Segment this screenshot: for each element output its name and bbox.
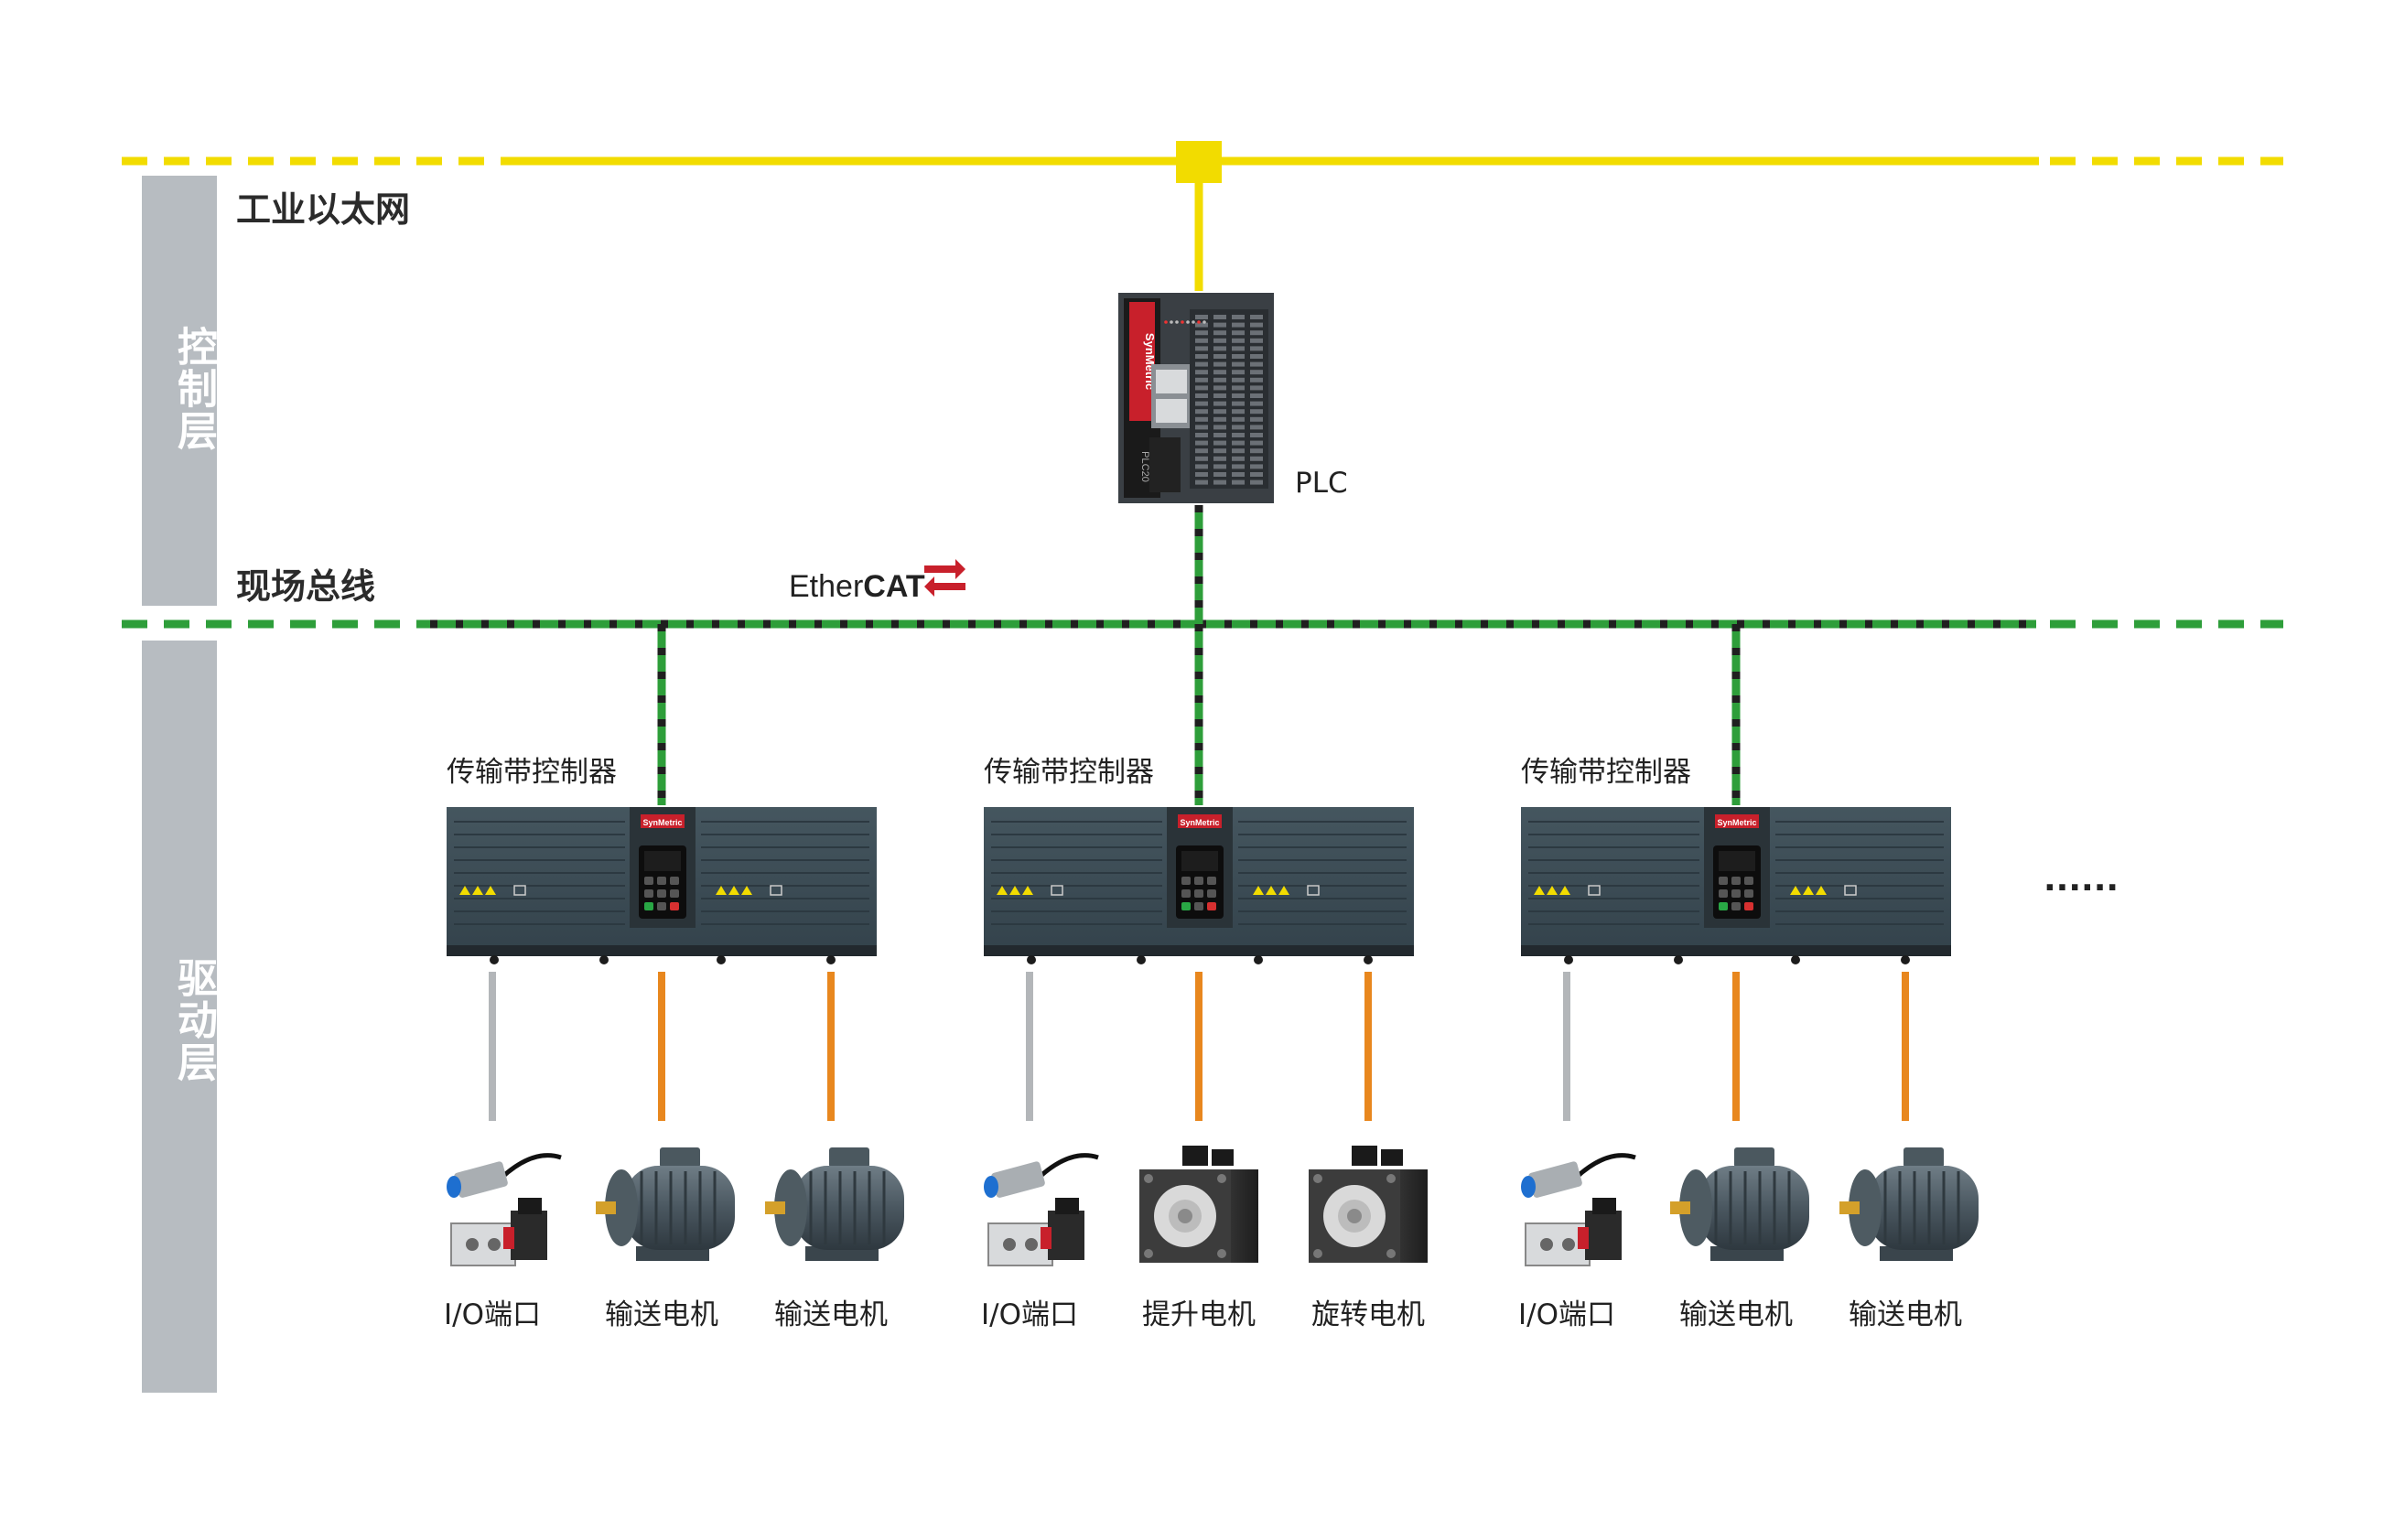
drive-controller-unit: SynMetric <box>1521 807 1951 964</box>
drive-layer-band <box>142 641 217 1393</box>
ethernet-bus <box>122 141 2283 291</box>
device-label: 输送电机 <box>1679 1298 1793 1331</box>
svg-text:SynMetric: SynMetric <box>642 818 682 827</box>
induction-motor-icon <box>1839 1147 1979 1261</box>
servo-motor-icon <box>1309 1146 1428 1263</box>
controller-label: 传输带控制器 <box>984 756 1154 789</box>
device-label: I/O端口 <box>444 1298 541 1331</box>
device-label: 旋转电机 <box>1311 1298 1425 1331</box>
drive-layer-label: 驱动层 <box>170 957 217 1083</box>
device-1: I/O端口 <box>444 972 562 1331</box>
svg-text:EtherCAT: EtherCAT <box>789 569 925 604</box>
controller-label: 传输带控制器 <box>447 756 617 789</box>
ethercat-logo: EtherCAT <box>789 559 965 604</box>
device-1: I/O端口 <box>981 972 1099 1331</box>
controller-label: 传输带控制器 <box>1521 756 1691 789</box>
servo-motor-icon <box>1139 1146 1258 1263</box>
device-3: 旋转电机 <box>1309 972 1428 1331</box>
fieldbus-label: 现场总线 <box>236 566 376 607</box>
device-1: I/O端口 <box>1518 972 1636 1331</box>
svg-text:PLC20: PLC20 <box>1139 451 1150 482</box>
device-3: 输送电机 <box>765 972 904 1331</box>
device-label: 输送电机 <box>1849 1298 1962 1331</box>
device-2: 输送电机 <box>1670 972 1809 1331</box>
sensor-valve-icon <box>447 1153 562 1266</box>
induction-motor-icon <box>596 1147 735 1261</box>
fieldbus-bus <box>122 505 2283 805</box>
ethernet-label: 工业以太网 <box>236 189 411 230</box>
control-layer-label: 控制层 <box>170 326 217 452</box>
drive-controller-unit: SynMetric <box>447 807 877 964</box>
device-2: 输送电机 <box>596 972 735 1331</box>
more-controllers-ellipsis: ...... <box>2044 861 2119 899</box>
sensor-valve-icon <box>1521 1153 1636 1266</box>
drive-controller-unit: SynMetric <box>984 807 1414 964</box>
device-label: 输送电机 <box>605 1298 718 1331</box>
induction-motor-icon <box>765 1147 904 1261</box>
plc-terminal-blocks <box>1164 315 1263 485</box>
sensor-valve-icon <box>984 1153 1099 1266</box>
induction-motor-icon <box>1670 1147 1809 1261</box>
device-label: I/O端口 <box>981 1298 1078 1331</box>
device-label: I/O端口 <box>1518 1298 1615 1331</box>
svg-text:SynMetric: SynMetric <box>1180 818 1219 827</box>
plc-label: PLC <box>1295 467 1348 500</box>
device-3: 输送电机 <box>1839 972 1979 1331</box>
control-layer-band <box>142 176 217 606</box>
device-label: 提升电机 <box>1142 1298 1256 1331</box>
device-label: 输送电机 <box>774 1298 888 1331</box>
device-2: 提升电机 <box>1139 972 1258 1331</box>
svg-text:SynMetric: SynMetric <box>1717 818 1756 827</box>
